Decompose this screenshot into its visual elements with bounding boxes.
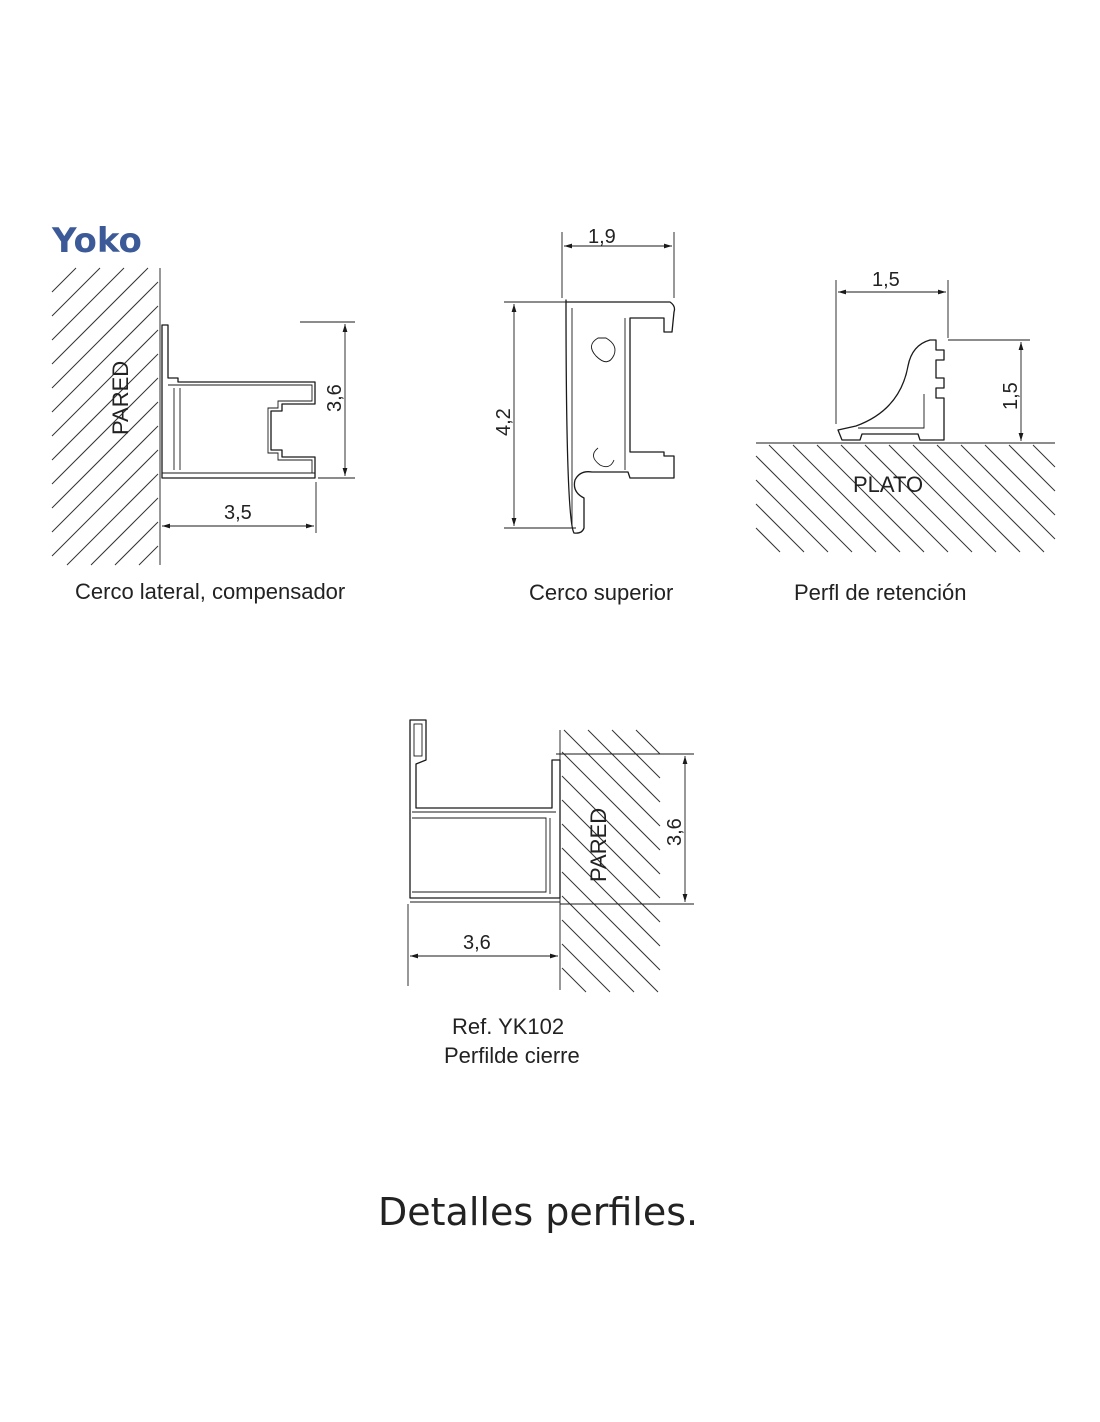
dim-width-cierre: 3,6: [463, 932, 491, 954]
hatch-line: [888, 444, 997, 553]
hatch-line: [561, 871, 661, 971]
hatch-line: [51, 401, 159, 509]
hatch-line: [1032, 444, 1056, 468]
hatch-line: [51, 353, 159, 461]
hatch-line: [51, 267, 149, 365]
hatch-line: [755, 527, 781, 553]
wall-hatch-cierre: [561, 729, 661, 993]
hatch-line: [563, 729, 661, 827]
hatch-line: [561, 943, 611, 993]
hatch-line: [587, 729, 661, 803]
hatch-line: [561, 751, 661, 851]
hatch-line: [635, 729, 661, 755]
profile-shape-retencion: [837, 339, 945, 441]
hatch-line: [90, 497, 159, 566]
hatch-line: [66, 473, 159, 566]
hatch-line: [561, 823, 661, 923]
caption-lateral: Cerco lateral, compensador: [75, 579, 345, 604]
hatch-line: [561, 847, 661, 947]
hatch-line: [51, 267, 125, 341]
hatch-line: [51, 305, 159, 413]
hatch-line: [1008, 444, 1056, 492]
hatch-line: [51, 267, 77, 293]
hatch-line: [51, 267, 101, 317]
hatch-line: [561, 799, 661, 899]
hatch-line: [816, 444, 925, 553]
dim-height-cierre: 3,6: [664, 818, 686, 846]
caption-cierre: Perfilde cierre: [444, 1043, 580, 1068]
dim-width-lateral: 3,5: [224, 502, 252, 524]
hatch-line: [561, 919, 635, 993]
dim-height-lateral: 3,6: [324, 384, 346, 412]
hatch-line: [51, 281, 159, 389]
hatch-line: [51, 377, 159, 485]
profile-retencion: PLATO 1,5 1,5 Perfl de retención: [755, 269, 1056, 605]
hatch-line: [561, 967, 587, 993]
hatch-line: [51, 449, 159, 557]
hatch-line: [561, 775, 661, 875]
hatch-line: [755, 455, 853, 553]
hatch-line: [960, 444, 1056, 540]
base-hatch-retencion: [755, 444, 1056, 553]
hatch-line: [936, 444, 1045, 553]
hatch-line: [51, 425, 159, 533]
profile-shape-cierre: [409, 719, 561, 899]
hatch-line: [755, 503, 805, 553]
hatch-line: [864, 444, 973, 553]
dim-width-retencion: 1,5: [872, 269, 900, 291]
ref-cierre: Ref. YK102: [452, 1014, 564, 1039]
dim-height-superior: 4,2: [493, 408, 515, 436]
profile-superior: 1,9 4,2 Cerco superior: [493, 226, 676, 605]
dim-width-superior: 1,9: [588, 226, 616, 248]
profile-shape-superior: [565, 299, 676, 534]
profile-lateral: PARED 3,6 3,5 Cerco lateral, compensador: [51, 267, 355, 604]
caption-retencion: Perfl de retención: [794, 580, 966, 605]
caption-superior: Cerco superior: [529, 580, 673, 605]
hatch-line: [768, 444, 877, 553]
brand-logo: Yoko: [51, 221, 142, 261]
wall-label-lateral: PARED: [108, 361, 133, 435]
hatch-line: [984, 444, 1056, 516]
hatch-line: [912, 444, 1021, 553]
hatch-line: [138, 545, 159, 566]
hatch-line: [755, 479, 829, 553]
dim-height-retencion: 1,5: [1000, 382, 1022, 410]
hatch-line: [51, 329, 159, 437]
hatch-line: [840, 444, 949, 553]
page-title: Detalles perfiles.: [378, 1190, 698, 1234]
base-label-retencion: PLATO: [853, 472, 923, 497]
profile-cierre: PARED 3,6 3,6 Ref. YK102 Perfilde cierre: [407, 719, 694, 1068]
wall-label-cierre: PARED: [586, 808, 611, 882]
wall-hatch-lateral: [51, 267, 159, 566]
profile-shape-lateral: [161, 324, 316, 479]
hatch-line: [792, 444, 901, 553]
hatch-line: [114, 521, 159, 566]
hatch-line: [561, 895, 659, 993]
